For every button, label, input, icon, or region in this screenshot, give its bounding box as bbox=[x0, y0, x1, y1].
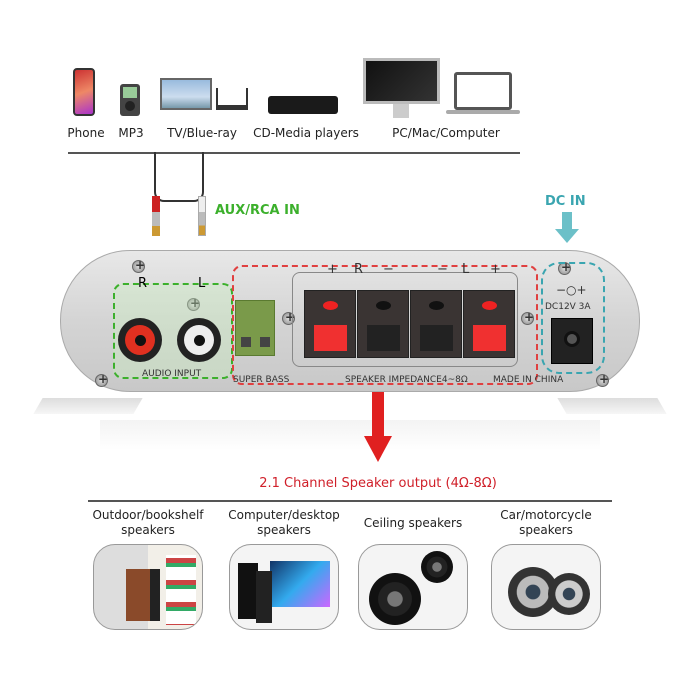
monitor-stand bbox=[393, 104, 409, 118]
source-label-cd: CD-Media players bbox=[253, 126, 359, 140]
source-label-pc: PC/Mac/Computer bbox=[392, 126, 500, 140]
output-title: 2.1 Channel Speaker output (4Ω-8Ω) bbox=[259, 476, 497, 491]
speaker-terminal-l-minus[interactable] bbox=[410, 290, 462, 358]
aux-rca-label: AUX/RCA IN bbox=[215, 203, 300, 218]
divider-bottom bbox=[88, 500, 612, 502]
output-arrow-head bbox=[364, 436, 392, 462]
laptop-icon bbox=[454, 72, 512, 110]
super-bass-label: SUPER BASS bbox=[233, 375, 290, 385]
speaker-terminal-r-plus[interactable] bbox=[304, 290, 356, 358]
desktop-speaker-image bbox=[229, 544, 339, 630]
terminal-label: − bbox=[383, 262, 394, 277]
dc-input-zone bbox=[541, 262, 605, 374]
router-icon bbox=[216, 88, 248, 110]
phone-icon bbox=[73, 68, 95, 116]
speaker-output-zone bbox=[232, 265, 538, 385]
amplifier-reflection bbox=[100, 420, 600, 450]
cd-player-icon bbox=[268, 96, 338, 114]
terminal-label: L bbox=[462, 262, 470, 277]
audio-l-label: L bbox=[198, 276, 206, 291]
terminal-label: R bbox=[354, 262, 364, 277]
rca-cable bbox=[154, 152, 204, 202]
ceiling-speaker-image bbox=[358, 544, 468, 630]
tv-icon bbox=[160, 78, 212, 110]
dc-jack[interactable] bbox=[551, 318, 593, 364]
made-in-label: MADE IN CHINA bbox=[493, 375, 564, 385]
rca-jack-left[interactable] bbox=[177, 318, 221, 362]
dc-arrow-icon bbox=[562, 212, 572, 230]
terminal-plate bbox=[292, 272, 518, 367]
super-bass-terminal[interactable] bbox=[235, 300, 275, 356]
dc-polarity-symbol: −○+ bbox=[556, 283, 587, 297]
screw bbox=[521, 310, 534, 325]
dc-rating-label: DC12V 3A bbox=[545, 302, 591, 312]
car-speaker-image bbox=[491, 544, 601, 630]
bookshelf-speaker-image bbox=[93, 544, 203, 630]
rca-jack-right[interactable] bbox=[118, 318, 162, 362]
screw bbox=[132, 258, 145, 273]
rca-plug-white bbox=[198, 196, 206, 236]
monitor-icon bbox=[363, 58, 440, 104]
amplifier-feet-left bbox=[33, 398, 143, 414]
source-label-phone: Phone bbox=[67, 126, 105, 140]
rca-plug-red bbox=[152, 196, 160, 236]
dc-arrow-head bbox=[555, 229, 579, 243]
audio-r-label: R bbox=[138, 276, 148, 291]
dc-in-label: DC IN bbox=[545, 194, 586, 209]
source-label-mp3: MP3 bbox=[118, 126, 144, 140]
terminal-label: + bbox=[327, 262, 338, 277]
speaker-terminal-r-minus[interactable] bbox=[357, 290, 409, 358]
screw bbox=[282, 310, 295, 325]
mp3-player-icon bbox=[120, 84, 140, 116]
screw bbox=[187, 296, 200, 311]
terminal-label: − bbox=[437, 262, 448, 277]
divider-top bbox=[68, 152, 520, 154]
impedance-label: SPEAKER IMPEDANCE4~8Ω bbox=[345, 375, 468, 385]
screw bbox=[596, 372, 609, 387]
speaker-type-label: Ceiling speakers bbox=[363, 516, 463, 530]
terminal-label: + bbox=[490, 262, 501, 277]
laptop-base bbox=[446, 110, 520, 114]
screw bbox=[95, 372, 108, 387]
audio-input-label: AUDIO INPUT bbox=[142, 369, 202, 379]
output-arrow-icon bbox=[372, 392, 384, 438]
source-label-tv: TV/Blue-ray bbox=[167, 126, 237, 140]
speaker-terminal-l-plus[interactable] bbox=[463, 290, 515, 358]
amplifier-feet-right bbox=[557, 398, 667, 414]
